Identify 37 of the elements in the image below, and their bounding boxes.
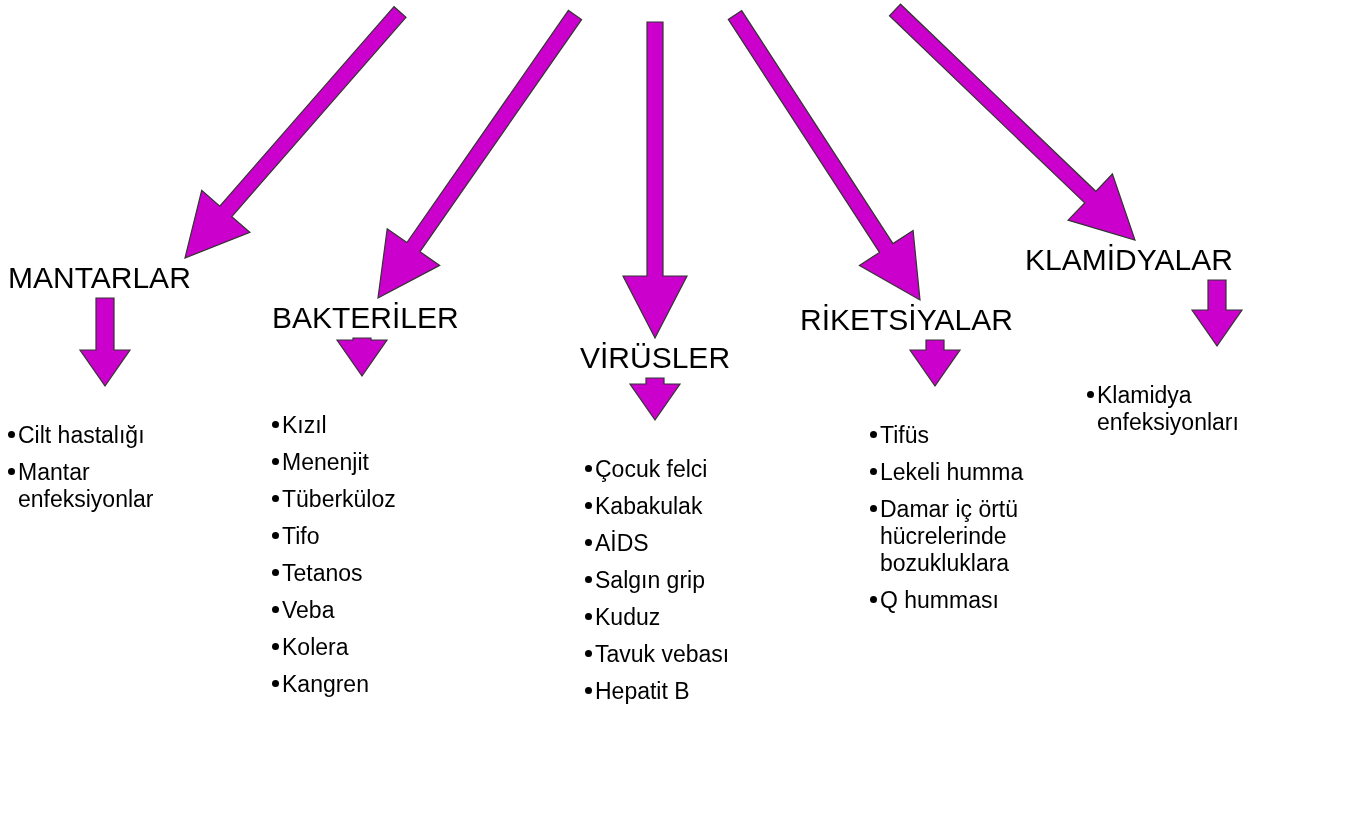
- block-arrow: [335, 337, 389, 378]
- list-item: Kuduz: [595, 604, 661, 631]
- block-arrow: [908, 339, 962, 388]
- block-arrow: [888, 3, 1136, 241]
- category-label: KLAMİDYALAR: [1025, 240, 1233, 280]
- category-label: RİKETSİYALAR: [800, 300, 1013, 340]
- list-item: Tifüs: [880, 422, 929, 449]
- list-item: Tetanos: [282, 560, 363, 587]
- list-item: Kızıl: [282, 412, 327, 439]
- block-arrow: [377, 9, 583, 300]
- list-item: Veba: [282, 597, 335, 624]
- list-item: Lekeli humma: [880, 459, 1024, 486]
- list-item: Q humması: [880, 587, 999, 614]
- category-label: BAKTERİLER: [272, 298, 459, 338]
- category-label: VİRÜSLER: [580, 338, 731, 378]
- list-item: Klamidya enfeksiyonları: [1097, 382, 1240, 436]
- category-label: MANTARLAR: [8, 258, 191, 298]
- list-item: Tifo: [282, 523, 320, 550]
- list-item: Tüberküloz: [282, 486, 396, 513]
- list-item: Çocuk felci: [595, 456, 708, 483]
- block-arrow: [1190, 279, 1244, 348]
- list-item: Kolera: [282, 634, 349, 661]
- list-item: Tavuk vebası: [595, 641, 730, 668]
- block-arrow: [184, 5, 407, 259]
- list-item: Salgın grip: [595, 567, 705, 594]
- block-arrow: [78, 297, 132, 388]
- block-arrow: [622, 21, 688, 340]
- list-item: AİDS: [595, 530, 649, 557]
- block-arrow: [628, 377, 682, 422]
- list-item: Mantar enfeksiyonlar: [18, 459, 155, 513]
- list-item: Menenjit: [282, 449, 369, 476]
- block-arrow: [727, 9, 921, 302]
- list-item: Kangren: [282, 671, 369, 698]
- list-item: Cilt hastalığı: [18, 422, 145, 449]
- list-item: Hepatit B: [595, 678, 690, 705]
- list-item: Kabakulak: [595, 493, 703, 520]
- list-item: Damar iç örtü hücrelerinde bozukluklara: [880, 496, 1020, 577]
